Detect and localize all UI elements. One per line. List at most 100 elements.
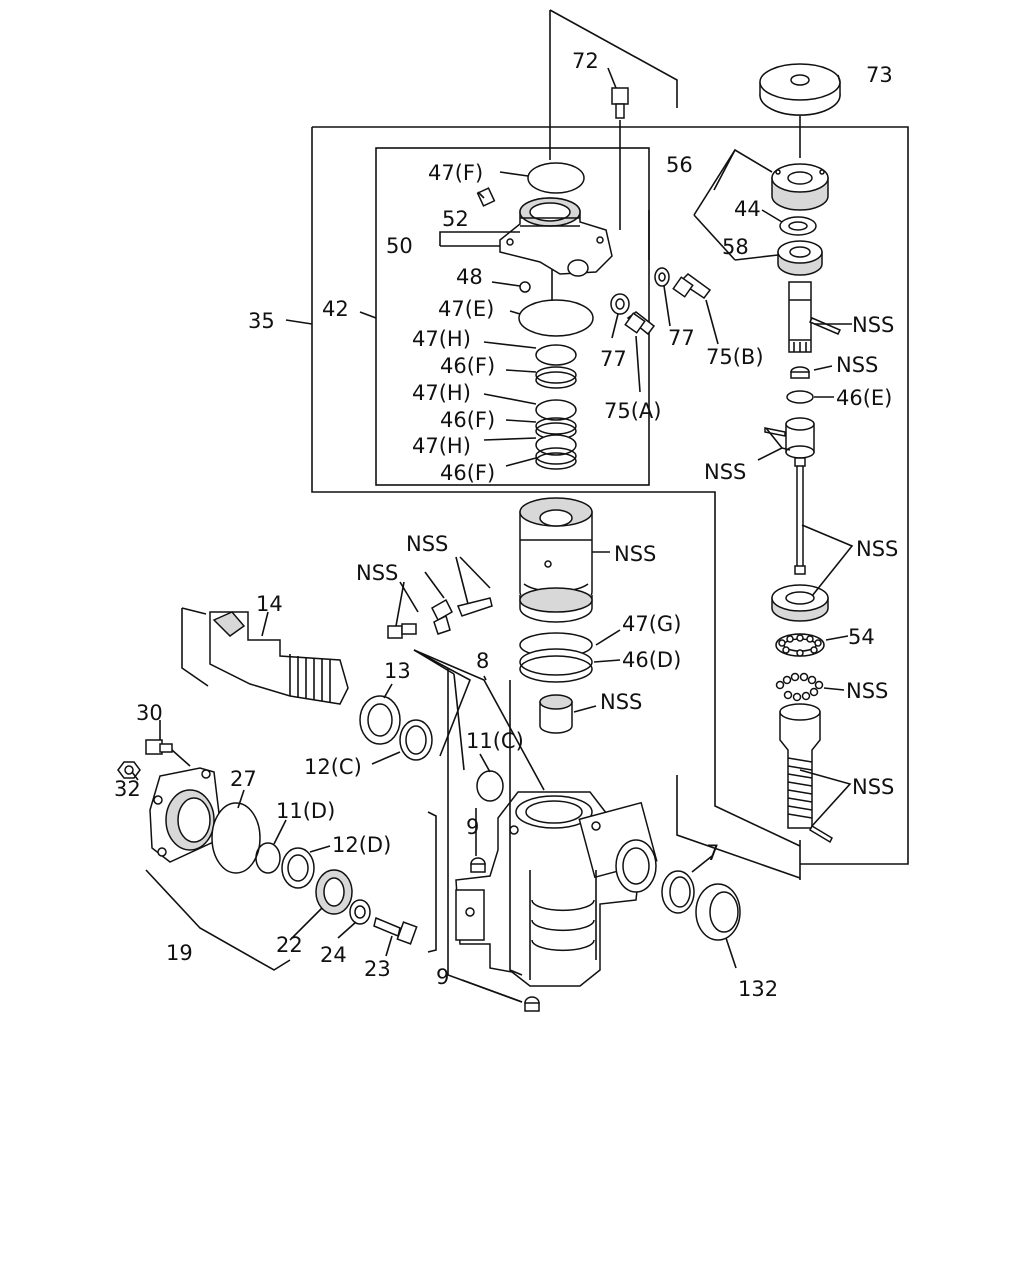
part-47e-seal	[518, 299, 594, 337]
label-nss-7: NSS	[856, 537, 898, 561]
label-77-a: 77	[600, 347, 627, 371]
label-46f-3: 46(F)	[440, 461, 495, 485]
label-47e: 47(E)	[438, 297, 494, 321]
label-30: 30	[136, 701, 163, 725]
part-valve-sleeve	[764, 417, 815, 459]
assembly-boundary-lines	[311, 9, 909, 880]
part-58-bearing	[777, 240, 823, 276]
label-27: 27	[230, 767, 257, 791]
label-75b: 75(B)	[706, 345, 764, 369]
part-torsion-bar	[794, 457, 806, 575]
part-75b-fitting	[672, 273, 712, 300]
part-labels: 72 73 56 44 58 47(F) 52 50 48 47(E) 35 4…	[114, 49, 898, 1001]
part-ball-guide-cap	[539, 694, 573, 734]
label-11c: 11(C)	[466, 729, 524, 753]
part-48-ball	[519, 281, 531, 293]
label-nss-9: NSS	[600, 690, 642, 714]
part-19-side-cover	[149, 767, 223, 863]
label-7: 7	[706, 841, 719, 865]
label-50: 50	[386, 234, 413, 258]
label-56: 56	[666, 153, 693, 177]
label-44: 44	[734, 197, 761, 221]
label-46d: 46(D)	[622, 648, 681, 672]
part-clamp-bolt	[387, 623, 417, 639]
part-balls-ring	[775, 672, 824, 702]
label-42: 42	[322, 297, 349, 321]
label-9-a: 9	[466, 815, 479, 839]
label-46f-1: 46(F)	[440, 354, 495, 378]
label-nss-10: NSS	[852, 775, 894, 799]
label-58: 58	[722, 235, 749, 259]
part-piston-rack	[519, 497, 593, 607]
label-47f-top: 47(F)	[428, 161, 483, 185]
part-23-screw	[373, 916, 418, 945]
label-46e: 46(E)	[836, 386, 892, 410]
part-13-bearing	[359, 695, 401, 745]
label-nss-4: NSS	[406, 532, 448, 556]
label-47g: 47(G)	[622, 612, 681, 636]
part-50-valve-housing	[499, 197, 613, 277]
label-14: 14	[256, 592, 283, 616]
part-32-nut	[117, 761, 141, 779]
label-132: 132	[738, 977, 778, 1001]
part-9-plug-b	[524, 996, 540, 1012]
part-12d-seal	[281, 847, 315, 889]
part-56-bearing-housing	[771, 163, 829, 211]
part-72-bolt	[611, 87, 629, 119]
part-12c-seal	[399, 719, 433, 761]
part-54-bearing-cage	[775, 633, 825, 657]
label-77-b: 77	[668, 326, 695, 350]
part-47f-top-disc	[527, 162, 585, 194]
part-132-dust-cover	[695, 883, 741, 941]
label-75a: 75(A)	[604, 399, 661, 423]
label-32: 32	[114, 777, 141, 801]
label-54: 54	[848, 625, 875, 649]
part-30-bolt	[145, 739, 173, 755]
label-23: 23	[364, 957, 391, 981]
part-77-washer-a	[610, 293, 630, 315]
label-nss-3: NSS	[704, 460, 746, 484]
part-73-cap	[759, 63, 841, 116]
part-race-upper	[771, 584, 829, 622]
label-48: 48	[456, 265, 483, 289]
label-13: 13	[384, 659, 411, 683]
label-46f-2: 46(F)	[440, 408, 495, 432]
leader-lines	[131, 67, 854, 1003]
label-12d: 12(D)	[332, 833, 391, 857]
label-nss-2: NSS	[836, 353, 878, 377]
part-input-shaft	[788, 281, 842, 353]
label-47h-1: 47(H)	[412, 327, 471, 351]
part-44-seal	[779, 216, 817, 236]
label-19: 19	[166, 941, 193, 965]
part-valve-rings-stack	[535, 344, 577, 470]
label-73: 73	[866, 63, 893, 87]
part-75a-fitting	[624, 311, 656, 336]
label-52: 52	[442, 207, 469, 231]
label-nss-1: NSS	[852, 313, 894, 337]
part-22-bearing	[315, 869, 353, 915]
label-9-b: 9	[436, 965, 449, 989]
part-worm-shaft	[779, 703, 833, 844]
part-piston-ring-band	[519, 587, 593, 623]
part-11c-snap-ring	[476, 770, 504, 802]
part-46d-ring	[519, 648, 593, 683]
label-nss-8: NSS	[846, 679, 888, 703]
part-77-washer-b	[654, 267, 670, 287]
label-11d: 11(D)	[276, 799, 335, 823]
part-14-sector-shaft	[209, 611, 349, 705]
part-27-gasket	[211, 802, 261, 874]
label-8: 8	[476, 649, 489, 673]
label-35: 35	[248, 309, 275, 333]
part-52-plug	[476, 187, 496, 207]
label-72: 72	[572, 49, 599, 73]
label-47h-2: 47(H)	[412, 381, 471, 405]
part-11d-snap-ring	[255, 842, 281, 874]
part-small-nut	[790, 366, 810, 379]
part-24-nut	[349, 899, 371, 925]
part-8-gear-housing	[455, 791, 658, 987]
label-12c: 12(C)	[304, 755, 362, 779]
label-47h-3: 47(H)	[412, 434, 471, 458]
label-24: 24	[320, 943, 347, 967]
label-nss-6: NSS	[356, 561, 398, 585]
part-9-plug-a	[470, 857, 486, 873]
